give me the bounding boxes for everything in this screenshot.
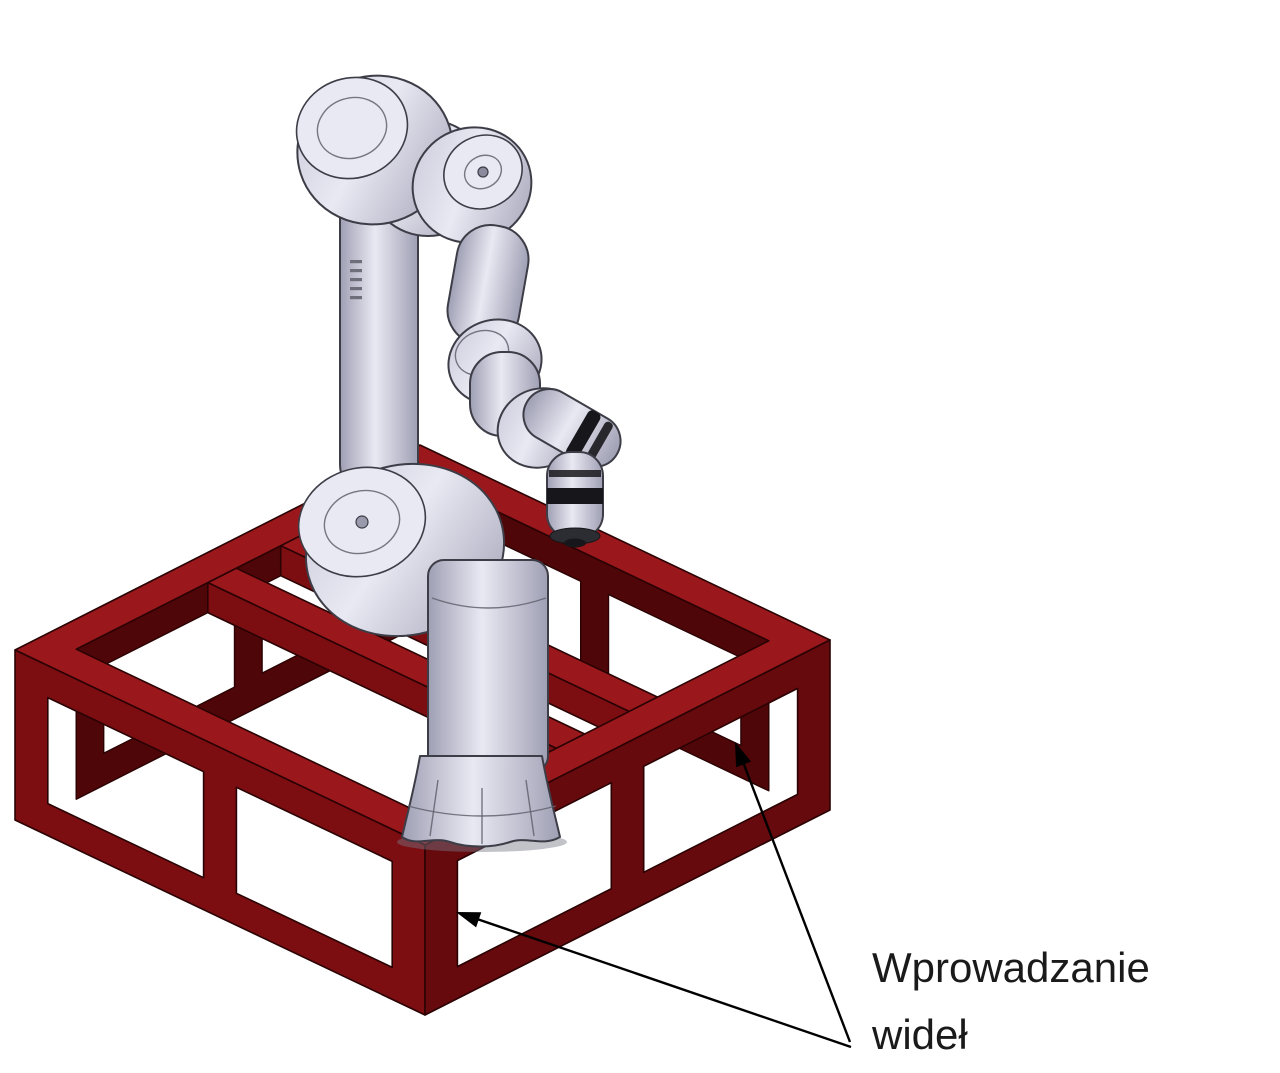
leader-line-front-opening xyxy=(476,917,852,1049)
tool-ring-band xyxy=(549,470,601,477)
annotation-line-1: Wprowadzanie xyxy=(872,944,1150,991)
vent-slot xyxy=(350,278,362,282)
robot-arm xyxy=(295,74,622,852)
frame-face-front-right xyxy=(424,639,831,1016)
robot-base xyxy=(397,559,567,852)
leader-annotations xyxy=(456,742,852,1049)
tool-ring-band xyxy=(547,488,603,504)
vent-slot xyxy=(350,269,362,273)
tool-tip xyxy=(564,538,586,548)
leader-line-right-opening xyxy=(741,761,852,1043)
annotation-line-2: wideł xyxy=(872,1011,968,1059)
joint-axis-dot xyxy=(477,166,489,178)
robot-wrist-tool xyxy=(496,387,622,548)
wrist-ring-band xyxy=(566,410,601,459)
wrist-ring-band xyxy=(583,421,613,465)
arrowhead-right-opening xyxy=(735,742,752,768)
vent-slot xyxy=(350,260,362,264)
vent-slot xyxy=(350,287,362,291)
arrowhead-front-opening xyxy=(456,912,482,928)
vent-slot xyxy=(350,296,362,300)
annotation-label: Wprowadzanie wideł xyxy=(872,934,1150,1068)
robot-shoulder-assembly xyxy=(295,74,533,244)
joint-axis-dot xyxy=(355,515,369,529)
robot-base-skirt xyxy=(401,755,561,848)
